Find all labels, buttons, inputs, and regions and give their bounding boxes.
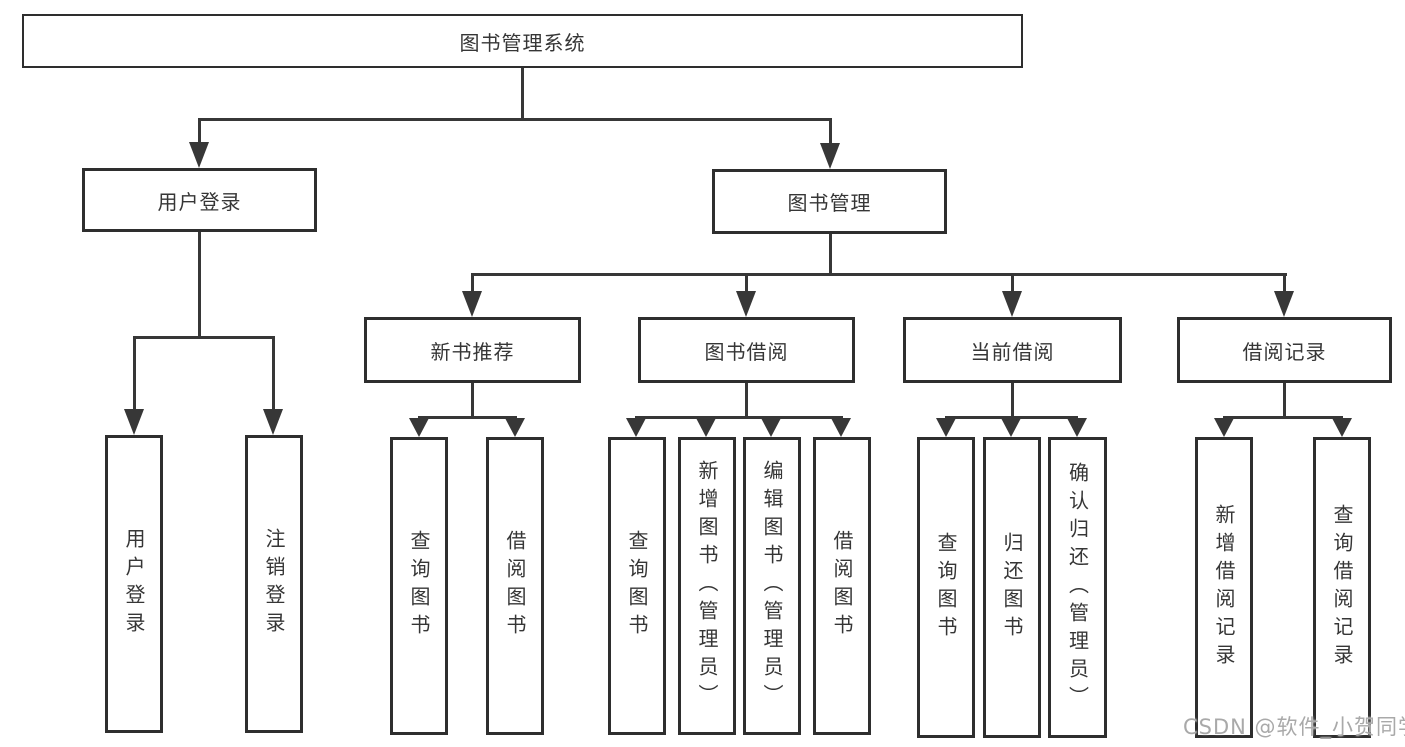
- leaf-edit-books-admin: 编辑图书（管理员）: [743, 437, 801, 735]
- csdn-watermark: CSDN @软件_小贺同学: [1183, 715, 1405, 739]
- connector-line: [1283, 273, 1286, 293]
- node-new-book-recommendation: 新书推荐: [364, 317, 581, 383]
- connector-line: [198, 118, 201, 144]
- node-label: 借阅记录: [1242, 339, 1327, 364]
- leaf-label: 借阅图书: [503, 530, 527, 642]
- connector-line: [829, 234, 832, 276]
- connector-arrow-down: [831, 418, 851, 437]
- node-current-borrowing: 当前借阅: [903, 317, 1122, 383]
- leaf-add-books-admin: 新增图书（管理员）: [678, 437, 736, 735]
- connector-arrow-down: [1002, 291, 1022, 317]
- leaf-label: 新增图书（管理员）: [695, 460, 719, 712]
- leaf-query-books-borrowing: 查询图书: [608, 437, 666, 735]
- node-label: 图书管理: [787, 191, 872, 215]
- leaf-return-books: 归还图书: [983, 437, 1041, 738]
- connector-arrow-down: [761, 418, 781, 437]
- node-user-login: 用户登录: [82, 168, 317, 232]
- leaf-label: 确认归还（管理员）: [1065, 461, 1090, 714]
- leaf-label: 查询图书: [407, 530, 431, 642]
- node-library-system-root: 图书管理系统: [22, 14, 1023, 68]
- leaf-label: 用户登录: [122, 528, 146, 640]
- connector-arrow-down: [409, 418, 429, 437]
- connector-line: [471, 383, 474, 419]
- connector-arrow-down: [736, 291, 756, 317]
- leaf-label: 新增借阅记录: [1212, 503, 1236, 672]
- connector-arrow-down: [1001, 418, 1021, 437]
- connector-line: [471, 273, 1287, 276]
- connector-arrow-down: [462, 291, 482, 317]
- leaf-label: 查询图书: [934, 531, 958, 644]
- leaf-label: 借阅图书: [830, 530, 854, 642]
- connector-line: [745, 383, 748, 419]
- node-label: 图书管理系统: [459, 30, 586, 55]
- connector-arrow-down: [626, 418, 646, 437]
- connector-line: [418, 416, 517, 419]
- node-book-borrowing: 图书借阅: [638, 317, 855, 383]
- leaf-label: 注销登录: [262, 528, 286, 640]
- node-label: 图书借阅: [704, 339, 789, 364]
- connector-line: [1011, 273, 1014, 293]
- connector-arrow-down: [505, 418, 525, 437]
- connector-line: [635, 416, 843, 419]
- node-label: 当前借阅: [970, 339, 1055, 364]
- connector-line: [745, 273, 748, 293]
- leaf-query-books-recommend: 查询图书: [390, 437, 448, 735]
- leaf-confirm-return-admin: 确认归还（管理员）: [1048, 437, 1107, 738]
- connector-line: [1011, 383, 1014, 419]
- connector-arrow-down: [1274, 291, 1294, 317]
- node-borrowing-records: 借阅记录: [1177, 317, 1392, 383]
- connector-arrow-down: [696, 418, 716, 437]
- leaf-label: 编辑图书（管理员）: [760, 460, 784, 712]
- connector-arrow-down: [124, 409, 144, 435]
- leaf-label: 查询图书: [625, 530, 649, 642]
- leaf-label: 查询借阅记录: [1330, 503, 1354, 672]
- node-label: 用户登录: [157, 189, 242, 214]
- connector-line: [198, 118, 832, 121]
- connector-line: [133, 336, 275, 339]
- connector-line: [198, 232, 201, 339]
- connector-line: [1223, 416, 1343, 419]
- connector-line: [471, 273, 474, 293]
- connector-arrow-down: [1214, 418, 1234, 437]
- connector-line: [133, 336, 136, 409]
- leaf-add-borrow-record: 新增借阅记录: [1195, 437, 1253, 738]
- leaf-label: 归还图书: [1000, 531, 1024, 644]
- connector-line: [1283, 383, 1286, 419]
- connector-arrow-down: [820, 143, 840, 169]
- connector-arrow-down: [936, 418, 956, 437]
- leaf-borrow-books-recommend: 借阅图书: [486, 437, 544, 735]
- node-book-management: 图书管理: [712, 169, 947, 234]
- connector-line: [521, 68, 524, 120]
- leaf-query-borrow-record: 查询借阅记录: [1313, 437, 1371, 738]
- leaf-borrow-books: 借阅图书: [813, 437, 871, 735]
- leaf-logout: 注销登录: [245, 435, 303, 733]
- node-label: 新书推荐: [430, 339, 515, 364]
- connector-arrow-down: [1067, 418, 1087, 437]
- leaf-user-login: 用户登录: [105, 435, 163, 733]
- connector-line: [272, 336, 275, 409]
- connector-arrow-down: [1332, 418, 1352, 437]
- leaf-query-books-current: 查询图书: [917, 437, 975, 738]
- connector-line: [829, 118, 832, 145]
- connector-line: [945, 416, 1078, 419]
- connector-arrow-down: [189, 142, 209, 168]
- connector-arrow-down: [263, 409, 283, 435]
